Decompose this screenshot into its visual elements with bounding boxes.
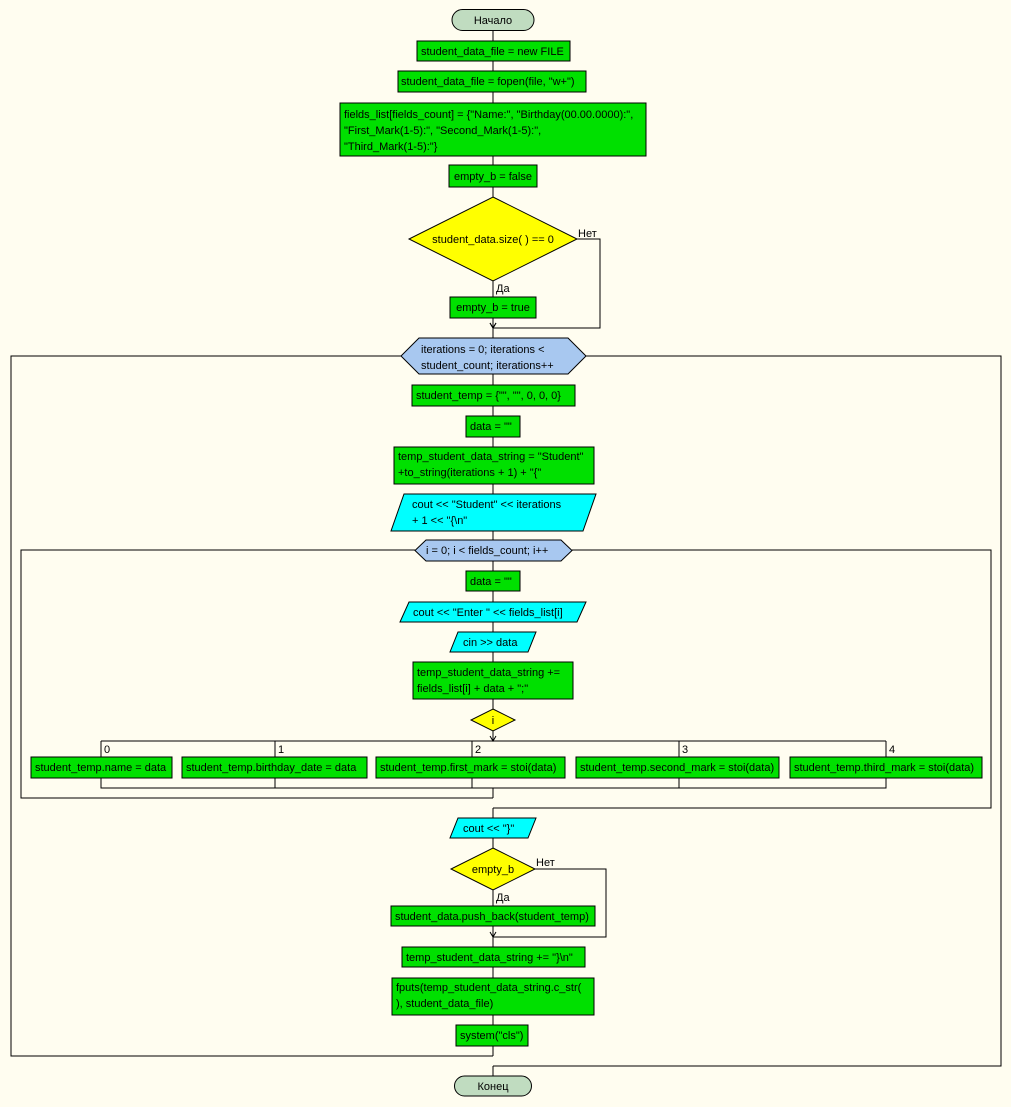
io-cin-data [449,631,537,653]
case-3-label: 3 [682,744,688,756]
process-empty-false-label: empty_b = false [454,171,532,183]
process-temp-string-label: temp_student_data_string = "Student" [398,451,584,463]
process-fields-list-label: "First_Mark(1-5):", "Second_Mark(1-5):", [344,125,541,137]
process-empty-true [449,296,537,319]
process-fputs-label: fputs(temp_student_data_string.c_str( [396,982,582,994]
process-push-back [390,905,596,927]
io-cout-student [390,493,597,532]
flowchart-shapes: Начало student_data_file = new FILE studen… [30,9,983,1097]
process-case-3 [575,756,780,779]
decision-size-check-label: student_data.size( ) == 0 [432,234,554,246]
process-fputs-label: ), student_data_file) [396,998,493,1010]
process-case-4 [789,756,983,779]
end-terminal [454,1075,532,1097]
process-new-file-label: student_data_file = new FILE [421,46,564,58]
branch-yes-label-2: Да [496,892,510,904]
process-fields-list [339,102,647,157]
arrow-head [489,322,497,329]
case-2-label: 2 [475,744,481,756]
process-append-close [401,946,586,968]
io-cout-enter-label: cout << "Enter " << fields_list[i] [413,607,563,619]
io-cout-student-label: + 1 << "{\n" [412,515,467,527]
no-branch-line-2 [493,868,607,938]
branch-yes-label: Да [496,283,510,295]
process-data-reset-2 [465,570,521,592]
io-cout-enter [399,601,587,623]
process-data-reset-2-label: data = "" [470,576,512,588]
connector-lines [10,31,1002,1076]
decision-switch-i-label: i [492,715,494,727]
inner-loop-back-line [493,549,992,809]
process-empty-true-label: empty_b = true [456,302,530,314]
no-branch-line [493,238,601,329]
process-temp-string-label: +to_string(iterations + 1) + "{" [398,467,541,479]
loop-outer-label: iterations = 0; iterations < [421,344,545,356]
process-case-0 [30,756,173,779]
decision-empty-check-label: empty_b [472,864,514,876]
decision-size-check [407,196,579,282]
process-system-cls [455,1024,529,1047]
io-cout-close [449,817,537,839]
process-case-0-label: student_temp.name = data [35,762,167,774]
decision-empty-check [449,847,537,891]
process-data-reset-1 [465,415,521,438]
process-case-3-label: student_temp.second_mark = stoi(data) [580,762,774,774]
outer-loop-back-line [493,355,1002,1067]
process-student-temp-label: student_temp = {"", "", 0, 0, 0} [416,390,561,402]
process-case-4-label: student_temp.third_mark = stoi(data) [794,762,974,774]
process-data-reset-1-label: data = "" [470,421,512,433]
start-label: Начало [474,15,512,27]
case-0-label: 0 [104,744,110,756]
io-cout-student-label: cout << "Student" << iterations [412,499,562,511]
branch-no-label: Нет [578,228,597,240]
process-system-cls-label: system("cls") [460,1030,523,1042]
switch-bottom-bus [100,778,887,789]
loop-outer-hexagon [400,337,587,375]
process-empty-false [448,164,538,188]
decision-switch-i [469,708,517,732]
process-append-field-label: fields_list[i] + data + ";" [417,683,528,695]
inner-loop-exit-line [20,549,493,799]
process-fputs [391,977,595,1016]
case-4-label: 4 [889,744,895,756]
process-fields-list-label: "Third_Mark(1-5):"} [344,141,438,153]
process-new-file [416,40,571,62]
process-fields-list-label: fields_list[fields_count] = {"Name:", "B… [344,109,633,121]
loop-inner-hexagon [414,539,573,562]
start-terminal [451,9,535,31]
process-temp-string [393,446,595,485]
process-case-1 [181,756,368,779]
process-push-back-label: student_data.push_back(student_temp) [395,911,589,923]
process-case-1-label: student_temp.birthday_date = data [186,762,357,774]
process-student-temp [411,384,576,407]
outer-loop-exit-line [10,355,493,1057]
branch-no-label-2: Нет [536,857,555,869]
io-cout-close-label: cout << "}" [463,823,514,835]
process-case-2-label: student_temp.first_mark = stoi(data) [380,762,556,774]
process-case-2 [375,756,566,779]
case-1-label: 1 [278,744,284,756]
process-append-field-label: temp_student_data_string += [417,667,560,679]
loop-inner-label: i = 0; i < fields_count; i++ [426,545,548,557]
process-append-close-label: temp_student_data_string += "}\n" [406,952,573,964]
loop-outer-label: student_count; iterations++ [421,360,554,372]
end-label: Конец [477,1081,509,1093]
process-fopen-label: student_data_file = fopen(file, "w+") [401,76,575,88]
process-append-field [412,661,574,700]
process-fopen [397,70,587,93]
io-cin-data-label: cin >> data [463,637,518,649]
